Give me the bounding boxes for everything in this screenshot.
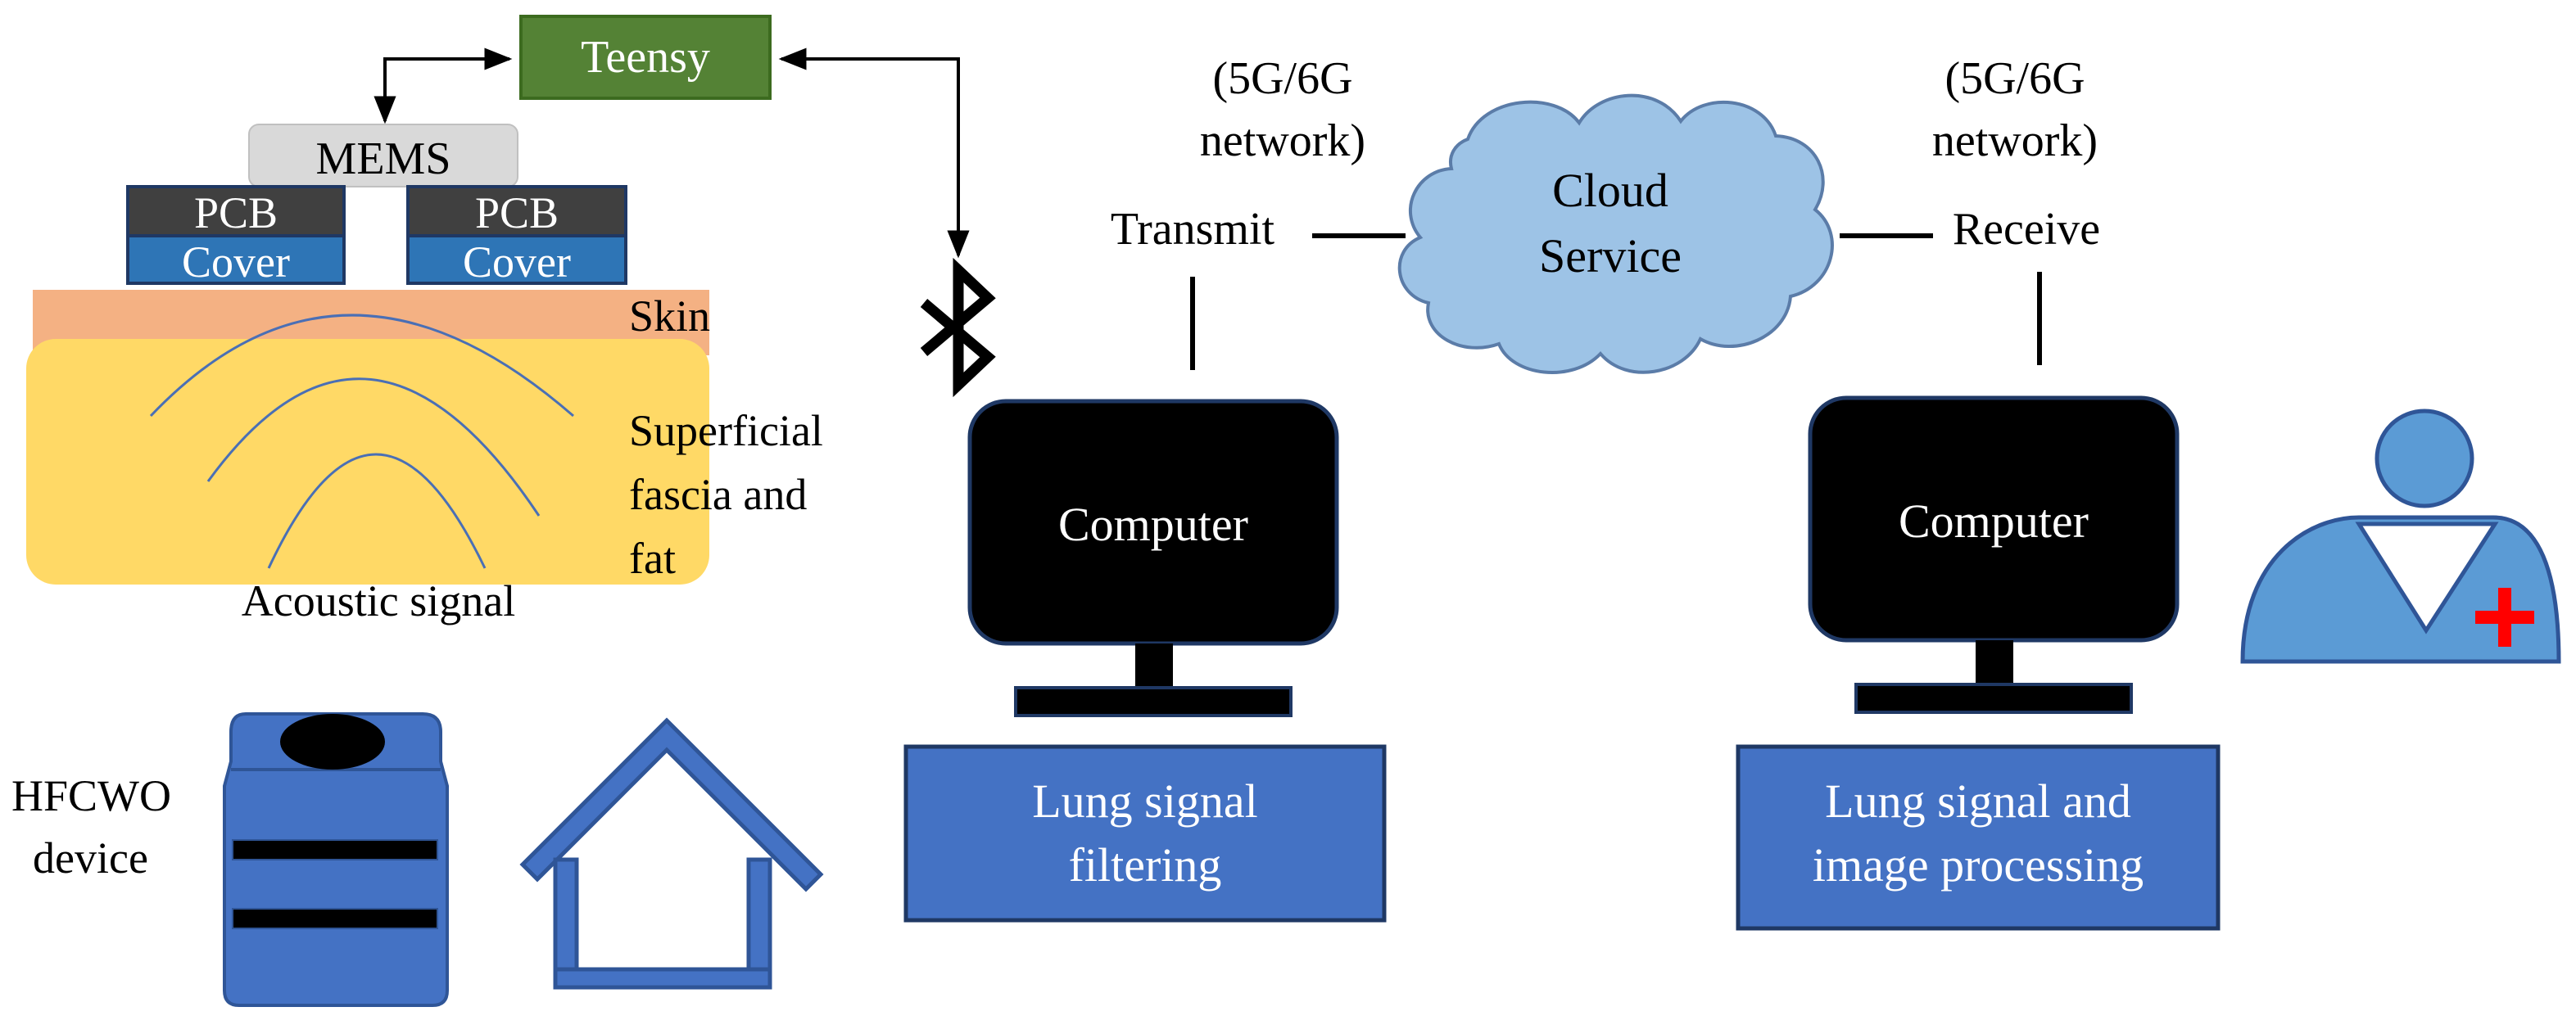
computer-right-label: Computer (1899, 494, 2089, 548)
network-right-label-1: (5G/6G (1944, 53, 2085, 104)
acoustic-wave-inner (267, 453, 487, 569)
processing-label-2: image processing (1813, 838, 2144, 892)
teensy-bluetooth-arrow (778, 47, 970, 259)
pcb-left-label: PCB (194, 188, 278, 237)
skin-label: Skin (629, 291, 710, 341)
filtering-box (903, 744, 1387, 923)
acoustic-wave-middle (206, 377, 541, 517)
teensy-mems-arrow (373, 47, 513, 124)
fascia-label-3: fat (629, 534, 676, 583)
fascia-label-2: fascia and (629, 470, 807, 519)
computer-right-icon (1808, 395, 2180, 714)
mems-label: MEMS (316, 133, 451, 184)
pcb-right-label: PCB (475, 188, 559, 237)
filtering-label-2: filtering (1069, 838, 1222, 892)
cloud-label-1: Cloud (1552, 164, 1668, 217)
network-left-label-1: (5G/6G (1212, 53, 1352, 104)
bluetooth-icon (920, 257, 996, 398)
transmit-label: Transmit (1111, 204, 1275, 255)
acoustic-wave-outer (149, 314, 574, 418)
cover-left (126, 234, 346, 285)
cover-right-label: Cover (463, 237, 571, 287)
cover-right (406, 234, 627, 285)
pcb-left (126, 185, 346, 237)
fat-layer (26, 339, 709, 585)
cover-left-label: Cover (182, 237, 290, 287)
house-icon (519, 717, 824, 990)
cloud-label-2: Service (1539, 229, 1682, 282)
computer-left-icon (967, 399, 1339, 717)
mems-box (248, 124, 518, 187)
receive-label: Receive (1953, 204, 2100, 255)
fascia-label-1: Superficial (629, 406, 823, 455)
acoustic-signal-label: Acoustic signal (242, 576, 515, 625)
network-left-label-2: network) (1200, 115, 1365, 166)
hfcwo-vest-icon (223, 712, 449, 1007)
teensy-label: Teensy (581, 32, 710, 83)
hfcwo-label-1: HFCWO (11, 771, 171, 820)
teensy-box (519, 15, 772, 100)
processing-label-1: Lung signal and (1825, 774, 2131, 828)
doctor-icon (2240, 409, 2561, 664)
network-right-label-2: network) (1932, 115, 2098, 166)
computer-left-label: Computer (1058, 498, 1248, 551)
hfcwo-label-2: device (33, 833, 148, 883)
cloud-service-shape (1397, 93, 1834, 374)
filtering-label-1: Lung signal (1032, 774, 1257, 828)
processing-box (1736, 744, 2221, 931)
